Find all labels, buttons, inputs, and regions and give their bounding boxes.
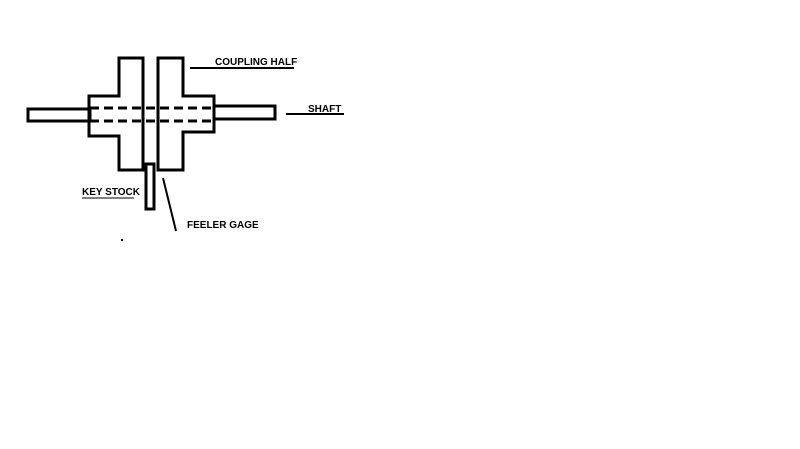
feeler-gage-label: FEELER GAGE xyxy=(187,220,259,231)
shaft-label: SHAFT xyxy=(308,104,341,115)
left-shaft xyxy=(26,107,92,123)
key-stock-label: KEY STOCK xyxy=(82,187,141,198)
key-stock xyxy=(144,162,156,211)
coupling-half-label: COUPLING HALF xyxy=(215,57,297,68)
right-coupling-half xyxy=(156,56,216,172)
stray-dot xyxy=(121,239,123,241)
right-shaft xyxy=(212,104,277,121)
left-coupling-half xyxy=(87,56,145,172)
feeler-gage-leader xyxy=(162,177,177,232)
